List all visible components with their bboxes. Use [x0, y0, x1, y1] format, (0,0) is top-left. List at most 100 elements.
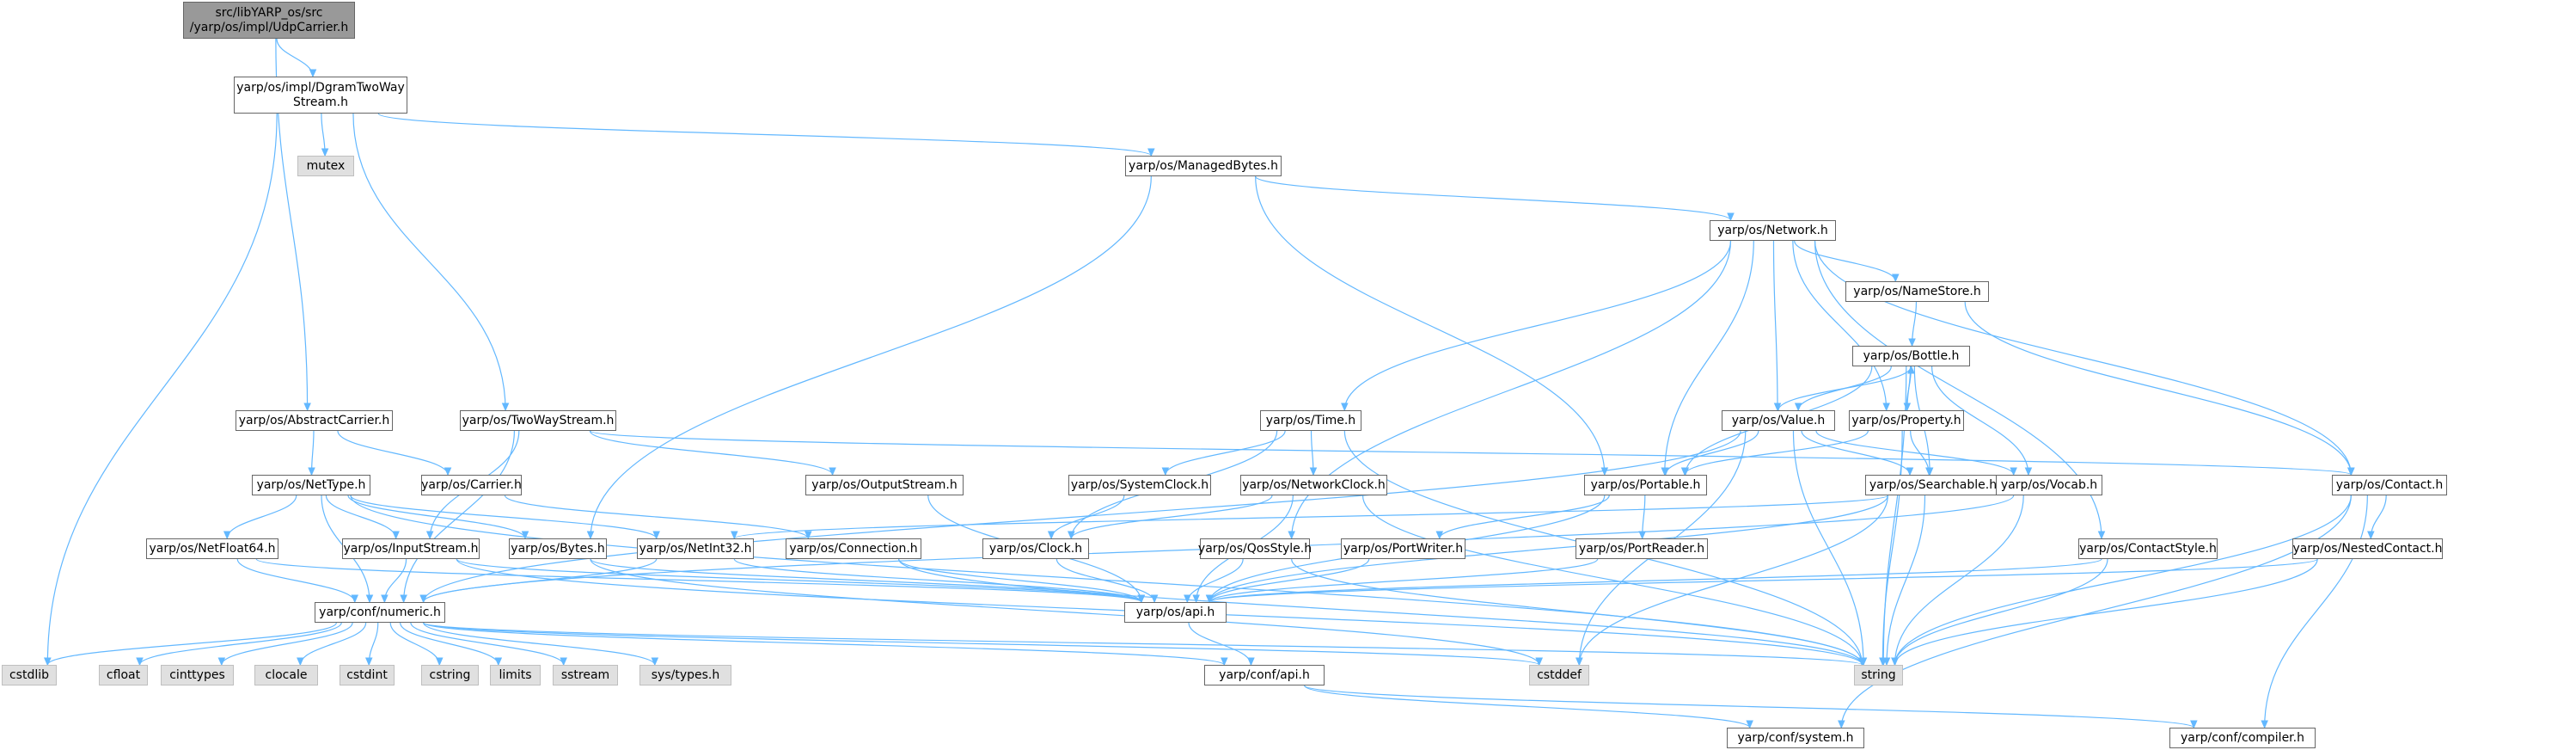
node-cinttypes[interactable]: cinttypes — [161, 665, 234, 685]
node-cfloat[interactable]: cfloat — [99, 665, 148, 685]
edge-arrowhead — [1068, 531, 1075, 540]
node-mutex[interactable]: mutex — [297, 156, 354, 176]
edge-managedbytes-to-portable — [1255, 175, 1606, 476]
edge-network-to-property — [1792, 240, 1888, 411]
edge-arrowhead — [2367, 531, 2375, 540]
edge-arrowhead — [1882, 403, 1890, 412]
edge-arrowhead — [297, 657, 304, 667]
node-limits[interactable]: limits — [490, 665, 541, 685]
edge-arrowhead — [351, 594, 359, 604]
edge-arrowhead — [1147, 148, 1155, 157]
node-time[interactable]: yarp/os/Time.h — [1260, 410, 1361, 431]
node-nestedcontact[interactable]: yarp/os/NestedContact.h — [2292, 538, 2443, 559]
node-cstring[interactable]: cstring — [421, 665, 479, 685]
node-cstdint[interactable]: cstdint — [340, 665, 395, 685]
edge-arrowhead — [419, 594, 427, 604]
node-netfloat64[interactable]: yarp/os/NetFloat64.h — [146, 538, 278, 559]
node-dgram[interactable]: yarp/os/impl/DgramTwoWay Stream.h — [234, 77, 407, 114]
edge-arrowhead — [494, 657, 503, 667]
node-api[interactable]: yarp/os/api.h — [1124, 602, 1227, 623]
edge-arrowhead — [1221, 657, 1228, 667]
node-cstdlib[interactable]: cstdlib — [2, 665, 57, 685]
node-vocab[interactable]: yarp/os/Vocab.h — [1996, 475, 2102, 495]
node-compiler[interactable]: yarp/conf/compiler.h — [2169, 728, 2316, 748]
node-contact[interactable]: yarp/os/Contact.h — [2332, 475, 2447, 495]
edge-arrowhead — [1309, 467, 1318, 476]
edge-contact-to-compiler — [2264, 495, 2368, 728]
node-abstractcarrier[interactable]: yarp/os/AbstractCarrier.h — [236, 410, 393, 431]
edge-contactstyle-to-api — [1208, 558, 2102, 603]
edge-arrowhead — [1906, 467, 1914, 476]
edge-arrowhead — [1925, 467, 1933, 476]
node-inputstream[interactable]: yarp/os/InputStream.h — [342, 538, 480, 559]
node-netint32[interactable]: yarp/os/NetInt32.h — [637, 538, 754, 559]
edge-arrowhead — [1288, 531, 1295, 540]
node-network[interactable]: yarp/os/Network.h — [1710, 220, 1836, 241]
node-systemclock[interactable]: yarp/os/SystemClock.h — [1068, 475, 1211, 495]
node-contactstyle[interactable]: yarp/os/ContactStyle.h — [2078, 538, 2218, 559]
edge-numeric-to-cstddef — [423, 622, 1540, 666]
edge-value-to-vocab — [1815, 430, 2015, 476]
edge-confapi-to-compiler — [1304, 685, 2194, 728]
node-connection[interactable]: yarp/os/Connection.h — [786, 538, 921, 559]
edge-vocab-to-string — [1894, 495, 2024, 666]
edge-arrowhead — [1773, 403, 1782, 412]
node-label: yarp/os/Network.h — [1717, 223, 1828, 237]
node-searchable[interactable]: yarp/os/Searchable.h — [1865, 475, 2001, 495]
node-managedbytes[interactable]: yarp/os/ManagedBytes.h — [1125, 156, 1282, 176]
edge-arrowhead — [1047, 531, 1055, 540]
node-nettype[interactable]: yarp/os/NetType.h — [252, 475, 370, 495]
node-qosstyle[interactable]: yarp/os/QosStyle.h — [1198, 538, 1312, 559]
node-numeric[interactable]: yarp/conf/numeric.h — [315, 602, 445, 623]
edge-netfloat64-to-numeric — [236, 558, 356, 603]
edge-namestore-to-contact — [1964, 301, 2352, 476]
edge-arrowhead — [1161, 467, 1170, 476]
node-label: yarp/os/impl/DgramTwoWay Stream.h — [236, 80, 405, 109]
node-namestore[interactable]: yarp/os/NameStore.h — [1845, 281, 1989, 302]
edge-arrowhead — [364, 657, 373, 667]
node-carrier[interactable]: yarp/os/Carrier.h — [421, 475, 522, 495]
edge-dgram-to-managedbytes — [377, 113, 1152, 157]
node-bottle[interactable]: yarp/os/Bottle.h — [1852, 346, 1970, 366]
node-string[interactable]: string — [1854, 665, 1903, 685]
edge-numeric-to-limits — [400, 622, 499, 666]
node-networkclock[interactable]: yarp/os/NetworkClock.h — [1240, 475, 1387, 495]
node-clock[interactable]: yarp/os/Clock.h — [982, 538, 1089, 559]
node-twowaystream[interactable]: yarp/os/TwoWayStream.h — [460, 410, 616, 431]
node-sstream[interactable]: sstream — [553, 665, 618, 685]
edge-clock-to-api — [1055, 558, 1155, 603]
node-portreader[interactable]: yarp/os/PortReader.h — [1576, 538, 1708, 559]
node-label: yarp/os/NetFloat64.h — [149, 541, 276, 556]
node-bytes[interactable]: yarp/os/Bytes.h — [509, 538, 607, 559]
edge-arrowhead — [1341, 403, 1349, 412]
node-confapi[interactable]: yarp/conf/api.h — [1204, 665, 1325, 685]
edge-arrowhead — [1746, 720, 1753, 729]
edge-arrowhead — [586, 531, 595, 540]
node-label: yarp/os/NetType.h — [256, 477, 366, 492]
node-portwriter[interactable]: yarp/os/PortWriter.h — [1341, 538, 1465, 559]
edge-qosstyle-to-string — [1291, 558, 1863, 666]
node-label: yarp/os/OutputStream.h — [811, 477, 958, 492]
node-outputstream[interactable]: yarp/os/OutputStream.h — [805, 475, 964, 495]
node-udp[interactable]: src/libYARP_os/src /yarp/os/impl/UdpCarr… — [183, 2, 355, 39]
edge-arrowhead — [2347, 467, 2355, 476]
node-label: yarp/os/NetInt32.h — [639, 541, 752, 556]
node-system[interactable]: yarp/conf/system.h — [1727, 728, 1864, 748]
node-label: yarp/os/Bytes.h — [511, 541, 605, 556]
edge-arrowhead — [829, 467, 836, 476]
edge-bottle-to-vocab — [1930, 366, 2029, 476]
node-portable[interactable]: yarp/os/Portable.h — [1584, 475, 1707, 495]
node-value[interactable]: yarp/os/Value.h — [1722, 410, 1835, 431]
node-property[interactable]: yarp/os/Property.h — [1849, 410, 1964, 431]
node-clocale[interactable]: clocale — [254, 665, 318, 685]
node-label: limits — [499, 667, 532, 682]
node-systypes[interactable]: sys/types.h — [639, 665, 731, 685]
edge-value-to-searchable — [1801, 430, 1911, 476]
node-label: yarp/os/Portable.h — [1590, 477, 1701, 492]
edge-arrowhead — [392, 531, 400, 540]
edge-value-to-bottle — [1778, 366, 1912, 411]
node-cstddef[interactable]: cstddef — [1529, 665, 1589, 685]
node-label: yarp/os/Value.h — [1731, 413, 1826, 427]
edge-netfloat64-to-api — [255, 558, 1142, 603]
edge-arrowhead — [381, 594, 389, 604]
